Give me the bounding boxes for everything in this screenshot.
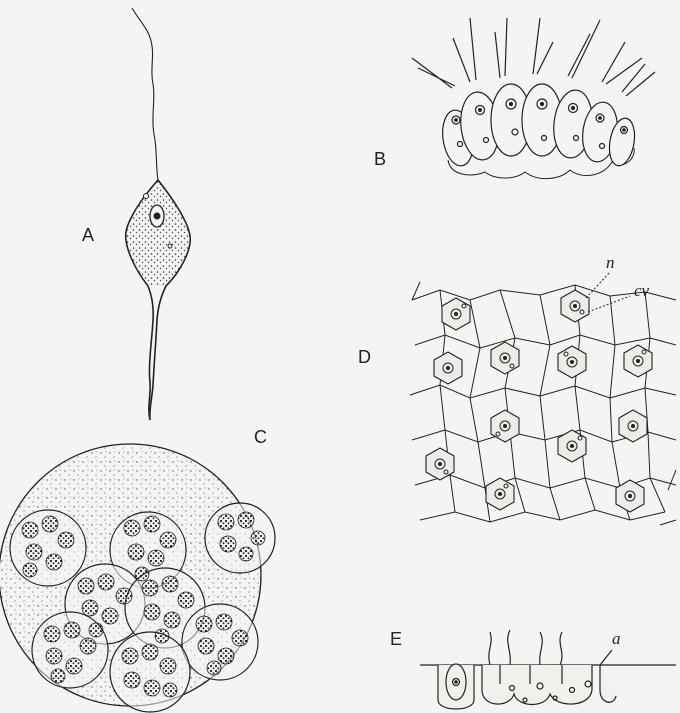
- figure-c-spherical-colony: [0, 444, 275, 712]
- figure-e-section: [420, 630, 676, 709]
- figure-d-cell-network: [410, 272, 676, 525]
- label-n: n: [606, 254, 615, 271]
- label-a-small: a: [612, 630, 621, 647]
- label-d: D: [358, 348, 371, 366]
- label-b: B: [374, 150, 386, 168]
- figure-b-colony-row: [412, 18, 655, 179]
- figure-a-flagellate: [126, 8, 190, 420]
- label-a: A: [82, 226, 94, 244]
- label-cv: cv: [634, 282, 649, 299]
- label-e: E: [390, 630, 402, 648]
- label-c: C: [254, 428, 267, 446]
